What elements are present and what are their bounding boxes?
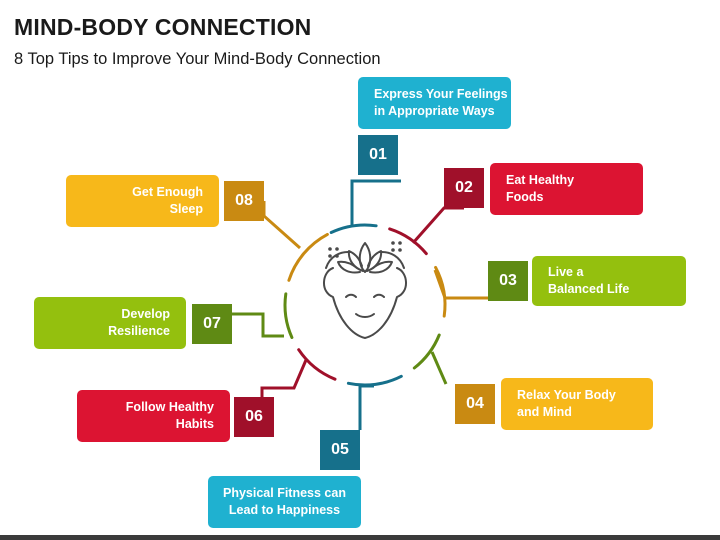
ring-arc [412, 333, 441, 370]
ring-arc [297, 348, 337, 381]
ring-arc [346, 374, 403, 387]
ring-arcs [283, 223, 447, 387]
tip-07-label: Develop Resilience [34, 297, 186, 349]
tip-02-number: 02 [444, 168, 484, 208]
connector-line [350, 179, 401, 226]
ring-arc [283, 292, 294, 339]
connector-line [262, 201, 301, 250]
tip-01-number: 01 [358, 135, 398, 175]
ring-arc [388, 227, 428, 256]
tip-06-label: Follow Healthy Habits [77, 390, 230, 442]
tip-04-number: 04 [455, 384, 495, 424]
ring-arc [329, 223, 378, 234]
tip-05-number: 05 [320, 430, 360, 470]
bottom-bar [0, 535, 720, 540]
tip-07-number: 07 [192, 304, 232, 344]
page-subtitle: 8 Top Tips to Improve Your Mind-Body Con… [14, 50, 381, 68]
connector-line [358, 384, 374, 430]
connector-line [411, 206, 464, 244]
connector-line [260, 359, 308, 397]
tip-01-label: Express Your Feelings in Appropriate Way… [358, 77, 511, 129]
tip-06-number: 06 [234, 397, 274, 437]
tip-03-label: Live a Balanced Life [532, 256, 686, 306]
connector-line [433, 269, 488, 300]
head-with-lotus-icon [323, 241, 407, 339]
tip-04-label: Relax Your Body and Mind [501, 378, 653, 430]
tip-03-number: 03 [488, 261, 528, 301]
tip-05-label: Physical Fitness can Lead to Happiness [208, 476, 361, 528]
connector-lines [232, 179, 488, 430]
tip-02-label: Eat Healthy Foods [490, 163, 643, 215]
connector-line [232, 312, 284, 338]
ring-arc [287, 232, 329, 282]
connector-line [430, 351, 448, 385]
page-title: MIND-BODY CONNECTION [14, 14, 312, 40]
tip-08-number: 08 [224, 181, 264, 221]
tip-08-label: Get Enough Sleep [66, 175, 219, 227]
